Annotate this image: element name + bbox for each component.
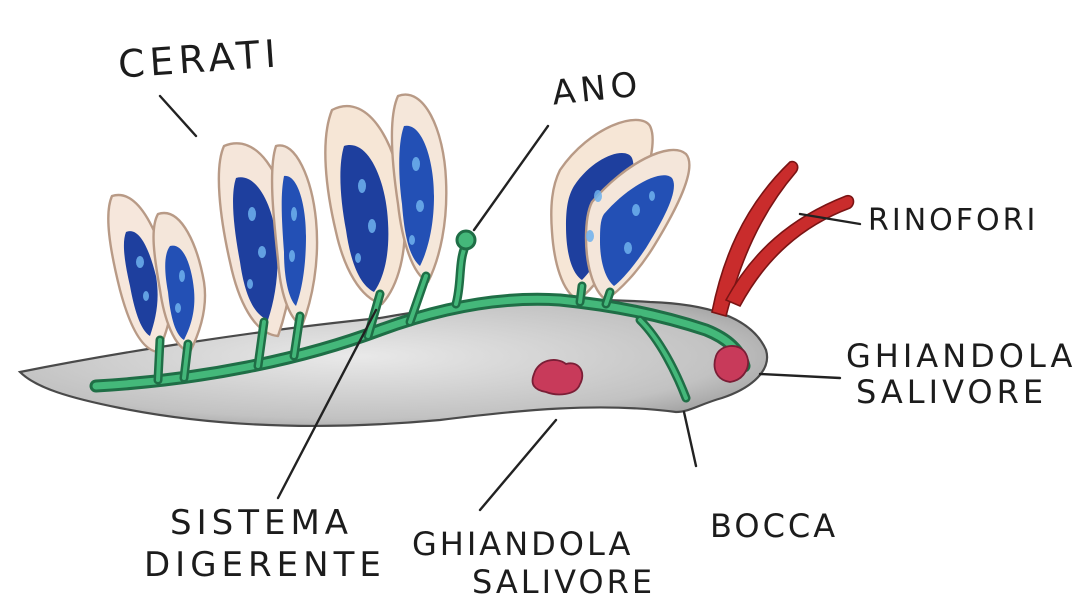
label-cerati: CERATI: [117, 34, 282, 83]
leader-line-ghiandola-right: [760, 374, 840, 378]
leader-line-ano: [474, 126, 548, 230]
label-ano: ANO: [550, 67, 644, 110]
label-ghiandola-right-line2: SALIVORE: [856, 376, 1076, 408]
label-ghiandola-bottom-line2: SALIVORE: [472, 566, 655, 598]
label-ghiandola-right-line1: GHIANDOLA: [846, 340, 1076, 372]
rhinophores: [712, 162, 853, 316]
label-ghiandola-salivore-right: GHIANDOLA SALIVORE: [846, 340, 1076, 408]
label-rinofori: RINOFORI: [868, 206, 1038, 236]
leader-line-cerati: [160, 96, 196, 136]
label-ghiandola-salivore-bottom: GHIANDOLA SALIVORE: [412, 528, 655, 598]
label-bocca: BOCCA: [710, 510, 838, 542]
leader-line-ghiandola-bottom: [480, 420, 556, 510]
label-sistema-line1: SISTEMA: [170, 506, 386, 540]
label-sistema-line2: DIGERENTE: [144, 548, 386, 582]
label-sistema-digerente: SISTEMA DIGERENTE: [164, 506, 386, 582]
label-ghiandola-bottom-line1: GHIANDOLA: [412, 528, 655, 560]
leader-line-bocca: [684, 412, 696, 466]
